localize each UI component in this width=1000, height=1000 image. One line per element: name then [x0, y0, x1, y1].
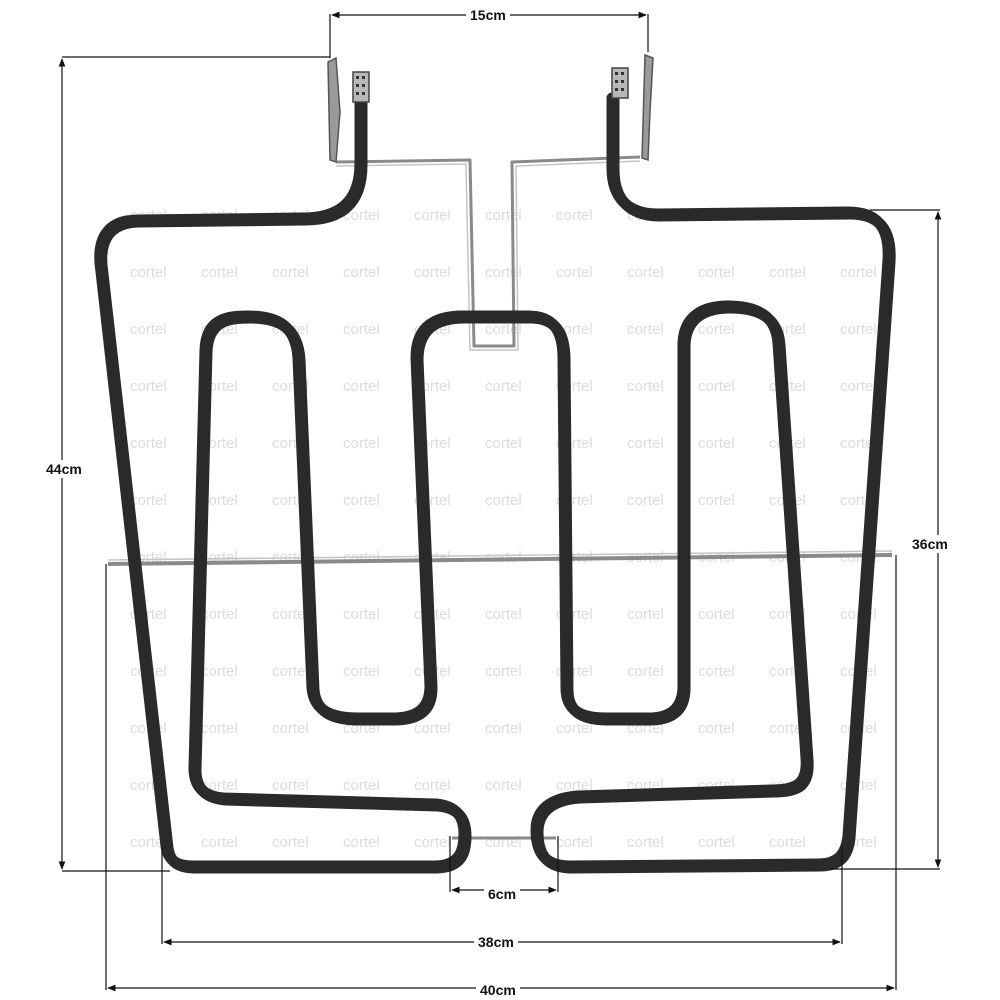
watermark-text: cortel [840, 435, 877, 452]
watermark-text: cortel [130, 435, 167, 452]
terminal-connector-icon [327, 56, 370, 164]
watermark-text: cortel [272, 720, 309, 737]
watermark-text: cortel [627, 606, 664, 623]
watermark-text: cortel [485, 663, 522, 680]
watermark-text: cortel [627, 264, 664, 281]
watermark-text: cortel [201, 264, 238, 281]
watermark-text: cortel [201, 606, 238, 623]
watermark-text: cortel [556, 264, 593, 281]
watermark-layer: cortel cortel cortel cortel cortel cortel cort… [130, 207, 877, 851]
dimension-label-top-width: 15cm [466, 6, 510, 24]
watermark-text: cortel [627, 492, 664, 509]
watermark-text: cortel [414, 264, 451, 281]
watermark-text: cortel [343, 321, 380, 338]
watermark-text: cortel [414, 777, 451, 794]
watermark-text: cortel [627, 378, 664, 395]
watermark-text: cortel [201, 834, 238, 851]
watermark-text: cortel [414, 834, 451, 851]
watermark-text: cortel [130, 834, 167, 851]
watermark-text: cortel [769, 720, 806, 737]
dimension-label-center-gap: 6cm [484, 885, 521, 903]
watermark-text: cortel [698, 663, 735, 680]
watermark-text: cortel [698, 264, 735, 281]
watermark-text: cortel [485, 777, 522, 794]
dimension-label-inner-width: 38cm [474, 933, 518, 951]
watermark-text: cortel [556, 834, 593, 851]
watermark-text: cortel [840, 321, 877, 338]
watermark-text: cortel [840, 264, 877, 281]
dimension-label-inner-height: 36cm [908, 535, 952, 553]
watermark-text: cortel [840, 378, 877, 395]
watermark-text: cortel [485, 264, 522, 281]
watermark-text: cortel [343, 777, 380, 794]
watermark-text: cortel [556, 207, 593, 224]
watermark-text: cortel [343, 207, 380, 224]
terminal-connector-icon [611, 53, 654, 162]
watermark-text: cortel [627, 435, 664, 452]
watermark-text: cortel [343, 663, 380, 680]
watermark-text: cortel [130, 378, 167, 395]
watermark-text: cortel [130, 492, 167, 509]
watermark-text: cortel [414, 207, 451, 224]
watermark-text: cortel [343, 378, 380, 395]
watermark-text: cortel [485, 606, 522, 623]
watermark-text: cortel [343, 492, 380, 509]
watermark-text: cortel [343, 834, 380, 851]
watermark-text: cortel [698, 378, 735, 395]
watermark-text: cortel [130, 264, 167, 281]
watermark-text: cortel [485, 492, 522, 509]
heating-tube [100, 98, 896, 874]
watermark-text: cortel [272, 834, 309, 851]
watermark-text: cortel [698, 834, 735, 851]
watermark-text: cortel [201, 492, 238, 509]
watermark-text: cortel [556, 720, 593, 737]
watermark-text: cortel [343, 435, 380, 452]
watermark-text: cortel [556, 777, 593, 794]
watermark-text: cortel [272, 606, 309, 623]
watermark-text: cortel [769, 834, 806, 851]
watermark-text: cortel [414, 720, 451, 737]
dimension-label-total-height: 44cm [42, 460, 86, 478]
watermark-text: cortel [201, 663, 238, 680]
dimension-label-outer-width: 40cm [476, 981, 520, 999]
watermark-text: cortel [485, 435, 522, 452]
watermark-text: cortel [272, 264, 309, 281]
watermark-text: cortel [485, 378, 522, 395]
watermark-text: cortel [627, 663, 664, 680]
watermark-text: cortel [343, 264, 380, 281]
watermark-text: cortel [627, 834, 664, 851]
watermark-text: cortel [627, 321, 664, 338]
watermark-text: cortel [698, 435, 735, 452]
watermark-text: cortel [485, 321, 522, 338]
watermark-text: cortel [272, 777, 309, 794]
watermark-text: cortel [698, 720, 735, 737]
watermark-text: cortel [698, 492, 735, 509]
watermark-text: cortel [343, 606, 380, 623]
watermark-text: cortel [201, 720, 238, 737]
watermark-text: cortel [698, 321, 735, 338]
watermark-text: cortel [485, 720, 522, 737]
watermark-text: cortel [272, 663, 309, 680]
watermark-text: cortel [130, 321, 167, 338]
watermark-text: cortel [698, 606, 735, 623]
watermark-text: cortel [769, 264, 806, 281]
